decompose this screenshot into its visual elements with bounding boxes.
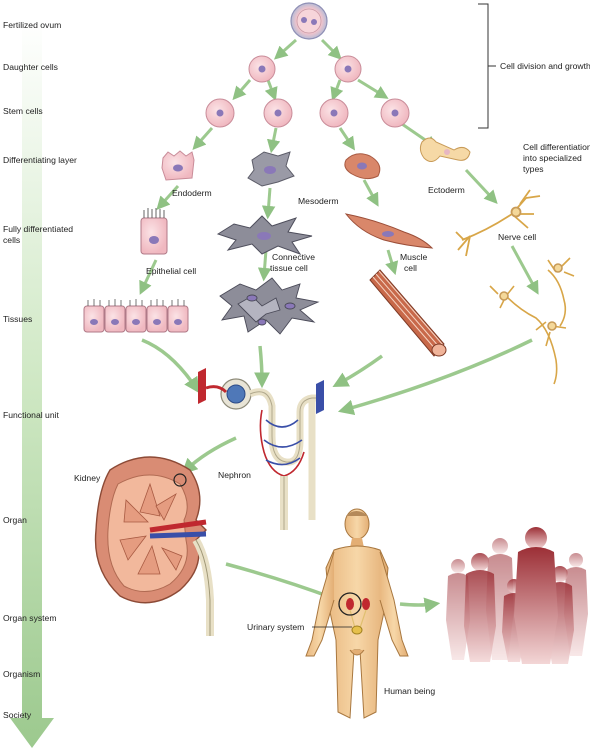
level-functional-unit: Functional unit	[3, 410, 60, 420]
muscle-cell-line1: Muscle	[400, 252, 427, 262]
level-fully-differentiated-line1: Fully differentiated	[3, 224, 73, 234]
level-fertilized-ovum: Fertilized ovum	[3, 20, 61, 30]
urinary-system-label: Urinary system	[247, 622, 304, 632]
endoderm-cell	[161, 150, 195, 181]
mesoderm-muscle-precursor	[344, 153, 381, 180]
epithelial-cell-label: Epithelial cell	[146, 266, 196, 276]
muscle-cell	[344, 213, 434, 249]
kidney-label: Kidney	[74, 473, 101, 483]
epithelial-cell	[140, 208, 168, 255]
connective-tissue-cell-label: Connective tissue cell	[270, 252, 317, 273]
ectoderm-label: Ectoderm	[428, 185, 465, 195]
nephron	[198, 368, 324, 530]
muscle-cell-label: Muscle cell	[400, 252, 430, 273]
cell-division-label: Cell division and growth	[500, 61, 590, 71]
level-organism: Organism	[3, 669, 40, 679]
connective-tissue-cell-line2: tissue cell	[270, 263, 308, 273]
nerve-cell	[455, 189, 541, 257]
human-figure	[305, 508, 409, 719]
fertilized-ovum	[290, 2, 328, 40]
nephron-label: Nephron	[218, 470, 251, 480]
cell-differentiation-line3: types	[523, 164, 544, 174]
level-tissues: Tissues	[3, 314, 32, 324]
epithelial-tissue	[83, 299, 189, 333]
cell-division-bracket	[478, 3, 496, 129]
connective-tissue	[219, 277, 320, 335]
level-fully-differentiated: Fully differentiated cells	[3, 224, 75, 245]
stem-cells	[205, 98, 410, 128]
society-silhouettes	[446, 527, 588, 664]
cell-differentiation-line2: into specialized	[523, 153, 582, 163]
kidney	[94, 456, 214, 636]
muscle-cell-line2: cell	[404, 263, 417, 273]
connective-tissue-cell-line1: Connective	[272, 252, 315, 262]
level-stem-cells: Stem cells	[3, 106, 43, 116]
endoderm-label: Endoderm	[172, 188, 212, 198]
level-society: Society	[3, 710, 32, 720]
human-being-label: Human being	[384, 686, 435, 696]
level-differentiating-layer: Differentiating layer	[3, 155, 77, 165]
level-organ: Organ	[3, 515, 27, 525]
cell-differentiation-label: Cell differentiation into specialized ty…	[523, 142, 590, 174]
nerve-cell-label: Nerve cell	[498, 232, 536, 242]
level-fully-differentiated-line2: cells	[3, 235, 20, 245]
level-labels: Fertilized ovum Daughter cells Stem cell…	[3, 20, 77, 720]
muscle-tissue	[369, 269, 447, 357]
mesoderm-cell	[247, 151, 295, 187]
connective-tissue-cell	[216, 215, 313, 255]
ectoderm-cell	[419, 137, 471, 162]
cell-differentiation-line1: Cell differentiation	[523, 142, 590, 152]
level-organ-system: Organ system	[3, 613, 57, 623]
daughter-cells	[248, 55, 362, 83]
tissue-to-nephron-arrows	[141, 338, 533, 614]
level-progression-arrow	[10, 18, 54, 748]
nerve-tissue	[489, 257, 575, 385]
mesoderm-label: Mesoderm	[298, 196, 339, 206]
level-daughter-cells: Daughter cells	[3, 62, 58, 72]
